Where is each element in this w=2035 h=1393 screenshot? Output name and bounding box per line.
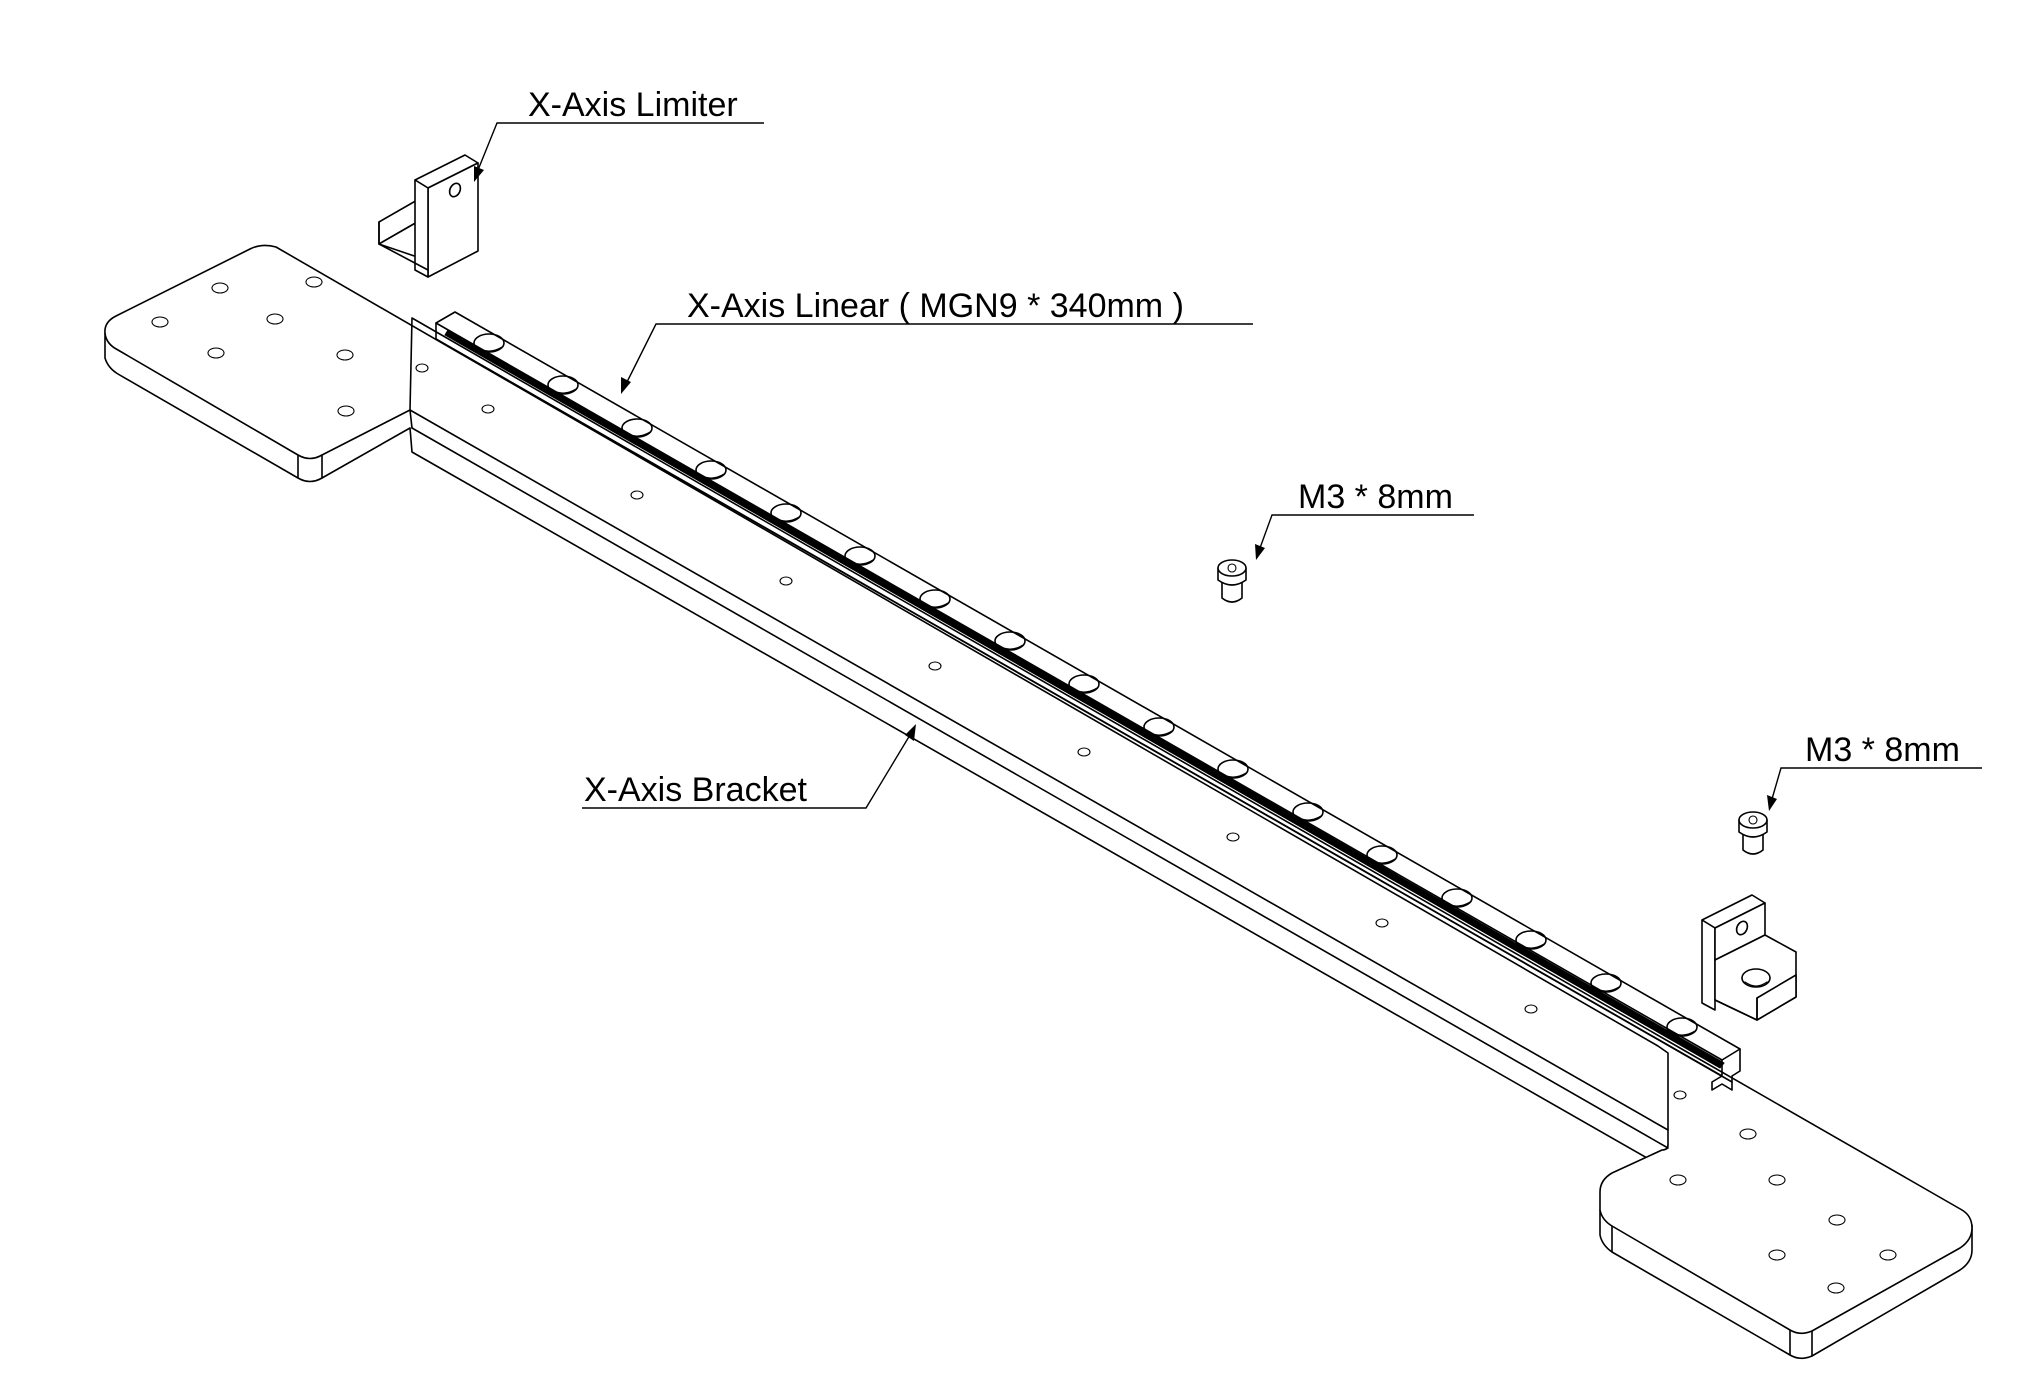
leader-bracket — [582, 724, 916, 809]
m3-screw-top — [1217, 559, 1247, 603]
label-x-axis-linear: X-Axis Linear ( MGN9 * 340mm ) — [687, 287, 1184, 325]
x-axis-limiter-left — [378, 154, 479, 278]
leader-linear — [621, 323, 1253, 394]
bracket-holes-right — [1669, 1128, 1897, 1294]
rail-holes — [473, 333, 1698, 1037]
leader-screw-right — [1767, 767, 1982, 811]
label-x-axis-limiter: X-Axis Limiter — [528, 86, 738, 124]
leader-screw-top — [1255, 514, 1474, 560]
x-axis-bracket — [104, 244, 1973, 1360]
m3-screw-right — [1738, 811, 1768, 855]
bracket-holes-left — [151, 276, 495, 417]
leader-limiter — [474, 122, 764, 182]
x-axis-linear-rail — [435, 311, 1741, 1091]
label-m3-screw-top: M3 * 8mm — [1298, 478, 1453, 516]
label-x-axis-bracket: X-Axis Bracket — [584, 771, 807, 809]
label-m3-screw-right: M3 * 8mm — [1805, 731, 1960, 769]
x-axis-limiter-right — [1701, 894, 1797, 1021]
bracket-holes-body — [630, 490, 1687, 1100]
